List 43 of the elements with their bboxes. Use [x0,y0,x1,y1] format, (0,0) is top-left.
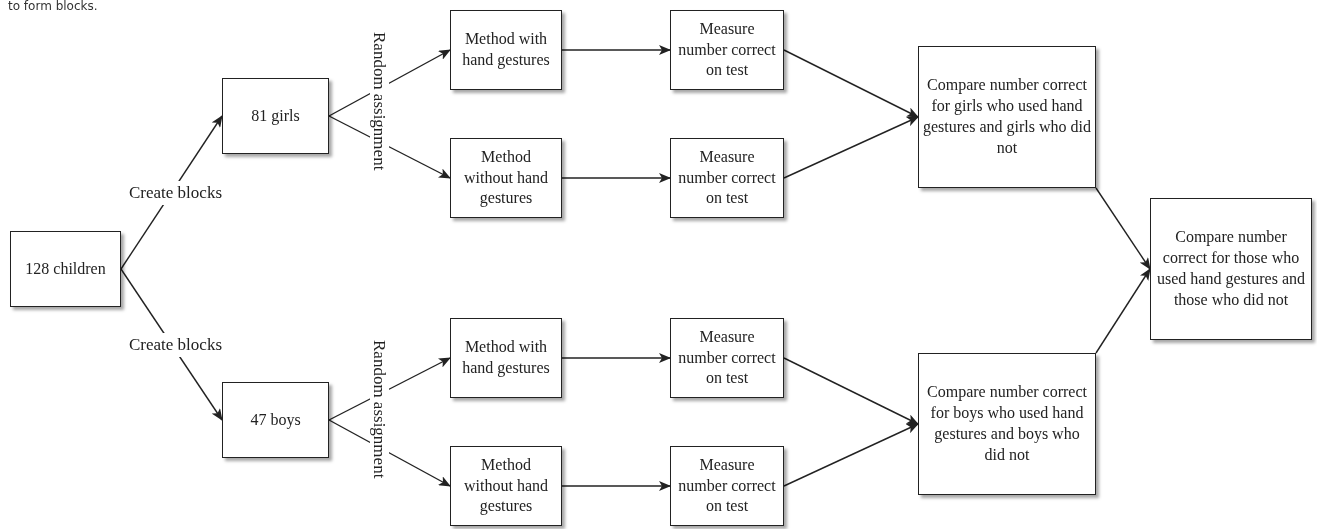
arrow [783,116,919,179]
arrow [783,357,919,425]
process-box [450,138,562,218]
edge-label: Create blocks [126,180,225,205]
box-text: Method without hand gestures [463,146,549,209]
process-box [918,46,1096,188]
arrow [561,481,671,491]
arrow [783,49,919,118]
box-text: Method with hand gestures [461,29,551,71]
arrow [783,423,919,487]
arrow [561,353,671,363]
vertical-label: Random assignment [370,30,389,173]
box-text: Method without hand gestures [463,454,549,517]
process-box [670,446,784,526]
box-text: 128 children [25,258,106,279]
box-text: Method with hand gestures [461,337,551,379]
arrow [561,173,671,183]
arrow [1095,187,1151,270]
edge-label: Create blocks [126,332,225,357]
process-box [10,231,121,307]
process-box [1150,198,1312,340]
process-box [670,318,784,398]
box-text: 81 girls [251,105,300,127]
process-box [450,318,562,398]
note-text: to form blocks. [8,0,98,14]
process-box [918,353,1096,495]
box-text: Measure number correct on test [677,146,777,209]
process-box [450,10,562,90]
box-text: Compare number correct for those who used hand gestures and those who did not [1156,227,1306,310]
arrow [1095,268,1151,354]
process-box [670,10,784,90]
box-text: Measure number correct on test [677,454,777,517]
process-box [670,138,784,218]
box-text: Compare number correct for girls who used hand gestures and girls who did not [923,75,1091,158]
box-text: Compare number correct for boys who used hand gestures and boys who did not [926,382,1088,465]
arrow [561,45,671,55]
vertical-label: Random assignment [370,338,389,481]
process-box [222,78,329,154]
process-box [222,382,329,458]
box-text: 47 boys [250,409,301,431]
box-text: Measure number correct on test [677,18,777,81]
box-text: Measure number correct on test [677,326,777,389]
process-box [450,446,562,526]
